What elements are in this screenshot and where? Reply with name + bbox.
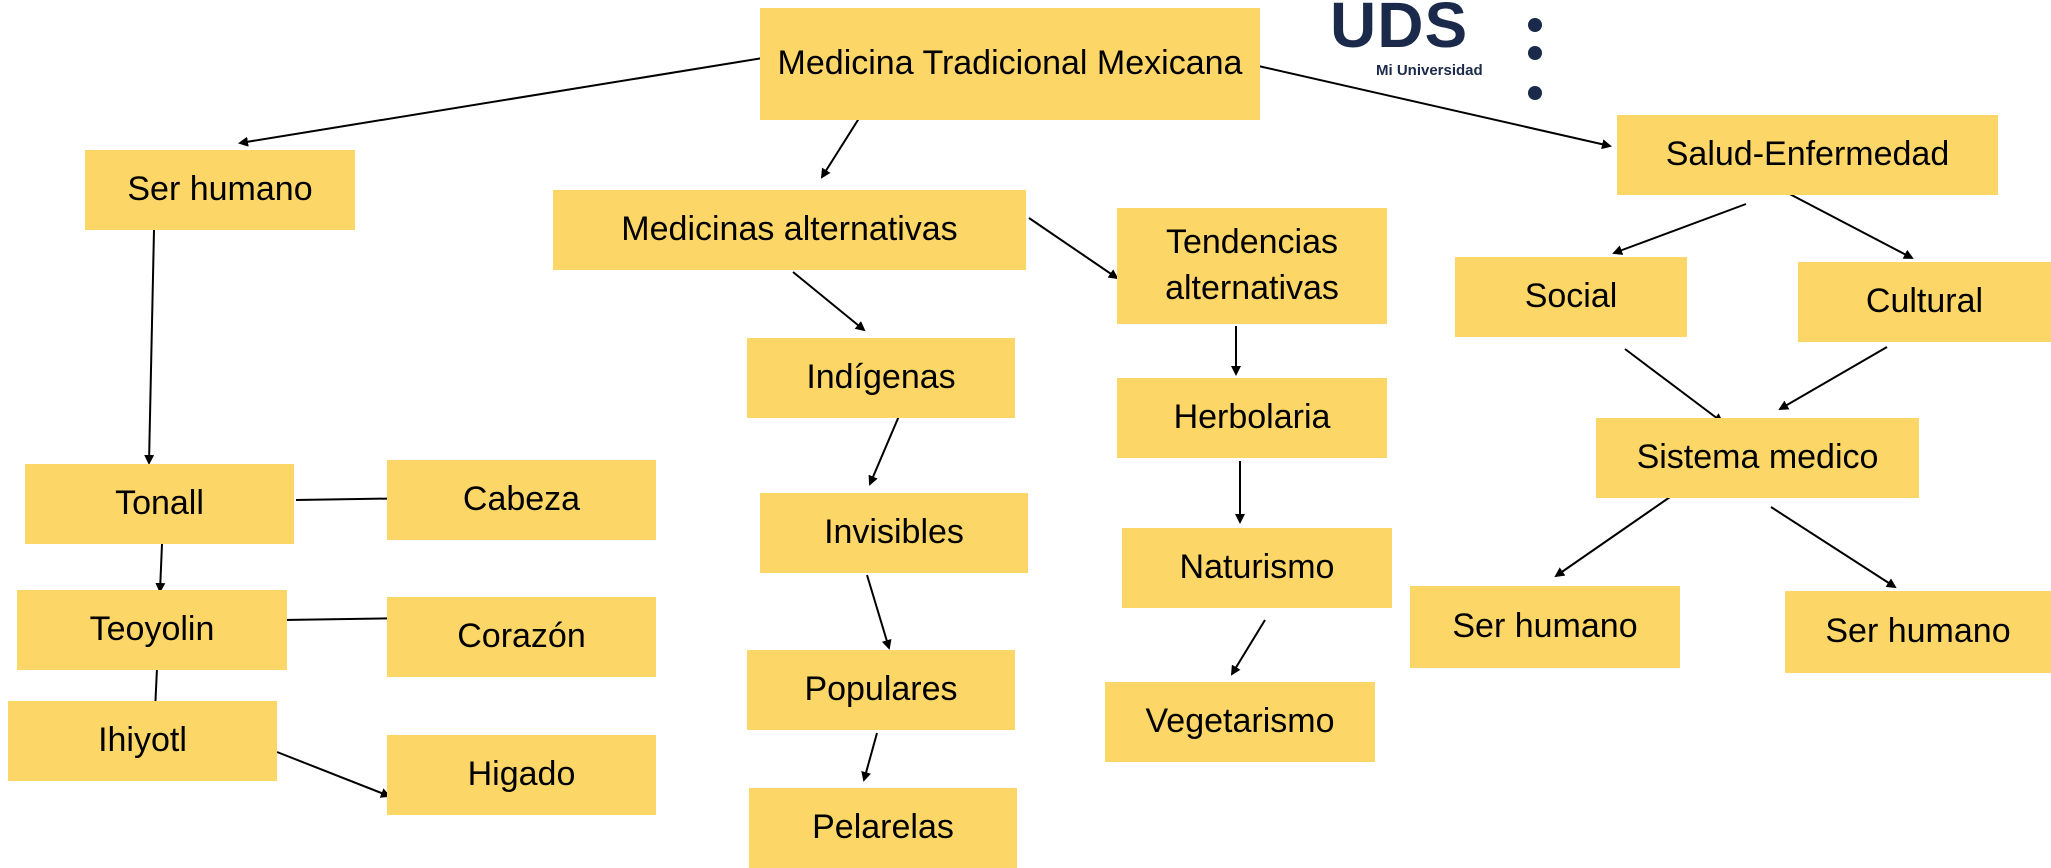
arrow-populares-to-pelarelas xyxy=(861,732,878,782)
node-teoyolin: Teoyolin xyxy=(17,590,287,670)
node-vegetarismo: Vegetarismo xyxy=(1105,682,1375,762)
arrow-cultural-to-sistema-medico xyxy=(1778,346,1888,411)
logo-dot-icon xyxy=(1528,86,1542,100)
node-ser-humano-left: Ser humano xyxy=(85,150,355,230)
node-herbolaria: Herbolaria xyxy=(1117,378,1387,458)
arrow-root-to-medicinas-alternativas xyxy=(820,111,864,179)
arrow-medicinas-to-tendencias xyxy=(1028,217,1119,280)
arrow-social-to-sistema-medico xyxy=(1624,348,1724,424)
node-ihiyotl: Ihiyotl xyxy=(8,701,277,781)
arrow-salud-to-social xyxy=(1612,203,1747,255)
logo-dot-icon xyxy=(1528,18,1542,32)
node-cabeza: Cabeza xyxy=(387,460,656,540)
logo-tagline: Mi Universidad xyxy=(1376,62,1483,79)
node-invisibles: Invisibles xyxy=(760,493,1028,573)
arrow-sistema-to-ser-humano-mid xyxy=(1554,496,1671,578)
arrow-indigenas-to-invisibles xyxy=(868,415,900,486)
node-social: Social xyxy=(1455,257,1687,337)
node-tendencias-alternativas: Tendencias alternativas xyxy=(1117,208,1387,324)
node-medicina-tradicional-mexicana: Medicina Tradicional Mexicana xyxy=(760,8,1260,120)
arrow-salud-to-cultural xyxy=(1781,189,1914,259)
node-indigenas: Indígenas xyxy=(747,338,1015,418)
node-corazon: Corazón xyxy=(387,597,656,677)
node-higado: Higado xyxy=(387,735,656,815)
arrow-root-to-salud-enfermedad xyxy=(1253,64,1612,150)
node-ser-humano-right: Ser humano xyxy=(1785,591,2051,673)
node-sistema-medico: Sistema medico xyxy=(1596,418,1919,498)
uds-logo: UDS Mi Universidad xyxy=(1330,0,1555,108)
node-pelarelas: Pelarelas xyxy=(749,788,1017,868)
arrow-root-to-ser-humano xyxy=(238,57,764,147)
logo-mark: UDS xyxy=(1330,0,1469,61)
node-populares: Populares xyxy=(747,650,1015,730)
arrow-medicinas-to-indigenas xyxy=(792,271,866,332)
arrow-invisibles-to-populares xyxy=(866,574,892,650)
node-tonall: Tonall xyxy=(25,464,294,544)
node-cultural: Cultural xyxy=(1798,262,2051,342)
logo-dot-icon xyxy=(1528,46,1542,60)
arrow-ser-humano-to-tonall xyxy=(144,229,155,465)
arrow-sistema-to-ser-humano-right xyxy=(1770,506,1897,589)
arrow-naturismo-to-vegetarismo xyxy=(1230,619,1266,676)
node-naturismo: Naturismo xyxy=(1122,528,1392,608)
node-ser-humano-mid: Ser humano xyxy=(1410,586,1680,668)
arrow-ihiyotl-to-higado xyxy=(276,751,391,798)
node-salud-enfermedad: Salud-Enfermedad xyxy=(1617,115,1998,195)
node-medicinas-alternativas: Medicinas alternativas xyxy=(553,190,1026,270)
arrow-tonall-to-teoyolin xyxy=(155,543,166,593)
